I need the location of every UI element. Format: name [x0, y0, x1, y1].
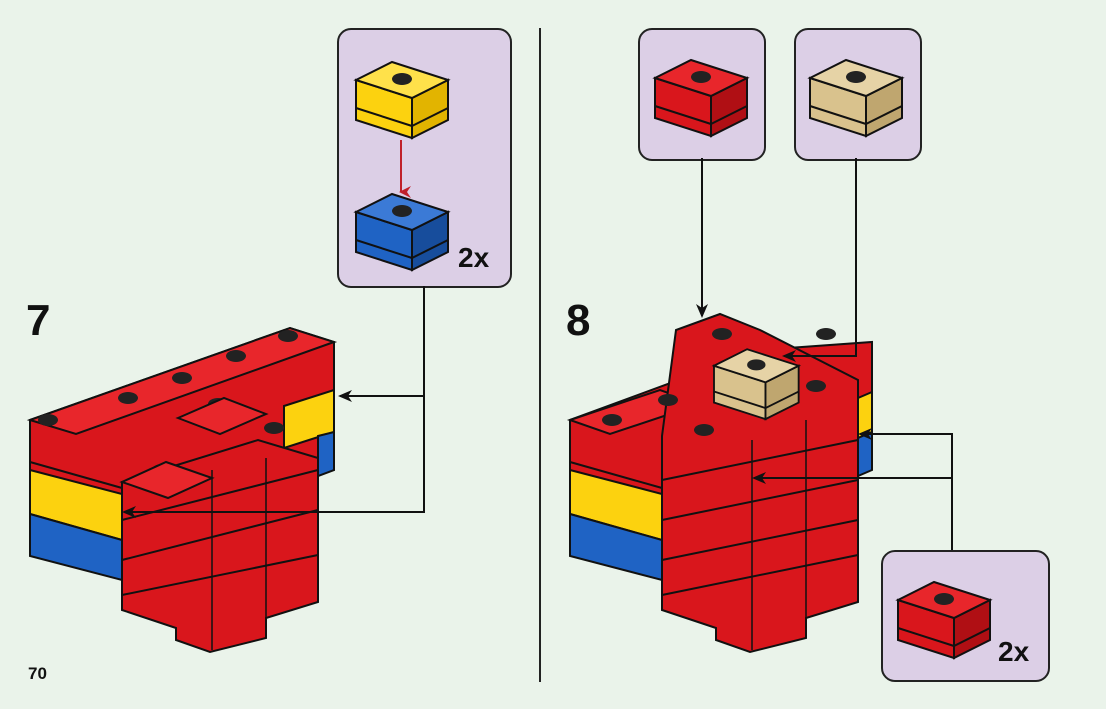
step-divider [539, 28, 541, 682]
tan-brick-part [809, 59, 903, 137]
step-8-model [566, 312, 873, 654]
step-number-8: 8 [566, 296, 591, 345]
red-brick-part [654, 59, 748, 137]
step-8-arrow-side [858, 428, 953, 550]
step-number-7: 7 [26, 296, 51, 345]
blue-brick-part [355, 193, 449, 271]
page-number: 70 [28, 664, 47, 683]
step-7-arrow-lower [122, 396, 425, 518]
red-brick-part-2x [897, 581, 991, 659]
step-7-quantity: 2x [458, 242, 490, 273]
step-8-arrow-tan [782, 158, 857, 362]
step-8-quantity: 2x [998, 636, 1030, 667]
step-7-arrow-upper [338, 286, 425, 402]
yellow-brick-part [355, 61, 449, 139]
step-7-model [26, 326, 338, 654]
